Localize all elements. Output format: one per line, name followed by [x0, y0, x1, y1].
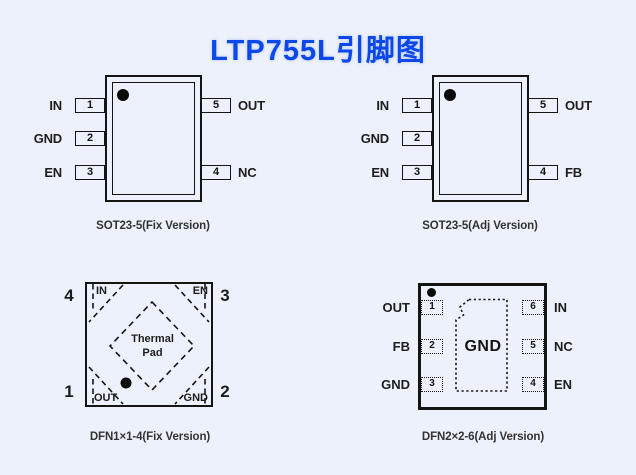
pin-box-4: 4 [528, 165, 558, 180]
corner-label-out: OUT [94, 392, 118, 404]
gnd-pad-label: GND [464, 338, 502, 355]
pin-label-gnd: GND [381, 377, 410, 392]
pin-box-4: 4 [201, 165, 231, 180]
thermal-pad-label-line1: Thermal [131, 333, 174, 345]
pin-label-fb: FB [565, 165, 582, 180]
package-body-outline [85, 282, 213, 407]
corner-label-gnd: GND [183, 392, 208, 404]
dfn4-dashed-graphics [88, 284, 210, 405]
pin1-marker-dot [427, 288, 436, 297]
package-body-inner-outline [112, 82, 195, 195]
pin-label-gnd: GND [33, 131, 62, 146]
pin-label-gnd: GND [360, 131, 389, 146]
pin-box-3: 3 [402, 165, 432, 180]
package-caption: SOT23-5(Fix Version) [96, 220, 210, 232]
pin-box-4: 4 [522, 377, 544, 392]
pin-box-1: 1 [421, 300, 443, 315]
corner-pin-number-4: 4 [64, 286, 74, 305]
pin-label-out: OUT [565, 98, 592, 113]
pin-box-6: 6 [522, 300, 544, 315]
package-caption: DFN2×2-6(Adj Version) [421, 431, 545, 443]
pin-box-3: 3 [421, 377, 443, 392]
pin-label-nc: NC [238, 165, 257, 180]
pin1-marker-dot [120, 377, 132, 389]
pin-box-2: 2 [421, 339, 443, 354]
gnd-pad-graphics [455, 298, 508, 392]
pin-label-en: EN [371, 165, 389, 180]
corner-label-en: EN [192, 285, 208, 297]
pin-box-5: 5 [522, 339, 544, 354]
page-title: LTP755L引脚图 [210, 35, 426, 67]
package-body-outline [418, 283, 547, 410]
pin-label-out: OUT [382, 300, 410, 315]
pin-box-1: 1 [75, 98, 105, 113]
pin-label-out: OUT [238, 98, 265, 113]
gnd-pad-outline [455, 298, 508, 392]
package-caption: DFN1×1-4(Fix Version) [89, 431, 211, 443]
pin-label-in: IN [376, 98, 389, 113]
corner-pin-number-2: 2 [220, 382, 230, 401]
package-body-outline [432, 75, 529, 202]
pin-box-3: 3 [75, 165, 105, 180]
package-caption: SOT23-5(Adj Version) [422, 220, 538, 232]
thermal-pad-outline [108, 300, 196, 392]
pin-label-nc: NC [554, 339, 573, 354]
pin-label-en: EN [44, 165, 62, 180]
pin1-marker-dot [444, 89, 456, 101]
corner-pin-number-3: 3 [220, 286, 230, 305]
pin-box-2: 2 [75, 131, 105, 146]
corner-label-in: IN [96, 285, 107, 297]
pin-box-5: 5 [528, 98, 558, 113]
thermal-pad-label: Thermal Pad [110, 332, 195, 360]
corner-pin-number-1: 1 [64, 382, 74, 401]
pin-box-1: 1 [402, 98, 432, 113]
pin-label-en: EN [554, 377, 573, 392]
pin-box-2: 2 [402, 131, 432, 146]
pin-label-fb: FB [392, 339, 410, 354]
thermal-pad-label-line2: Pad [142, 347, 163, 359]
pin-label-in: IN [554, 300, 567, 315]
package-body-outline [105, 75, 202, 202]
pin1-marker-dot [117, 89, 129, 101]
pin-box-5: 5 [201, 98, 231, 113]
package-body-inner-outline [439, 82, 522, 195]
pin-label-in: IN [49, 98, 62, 113]
